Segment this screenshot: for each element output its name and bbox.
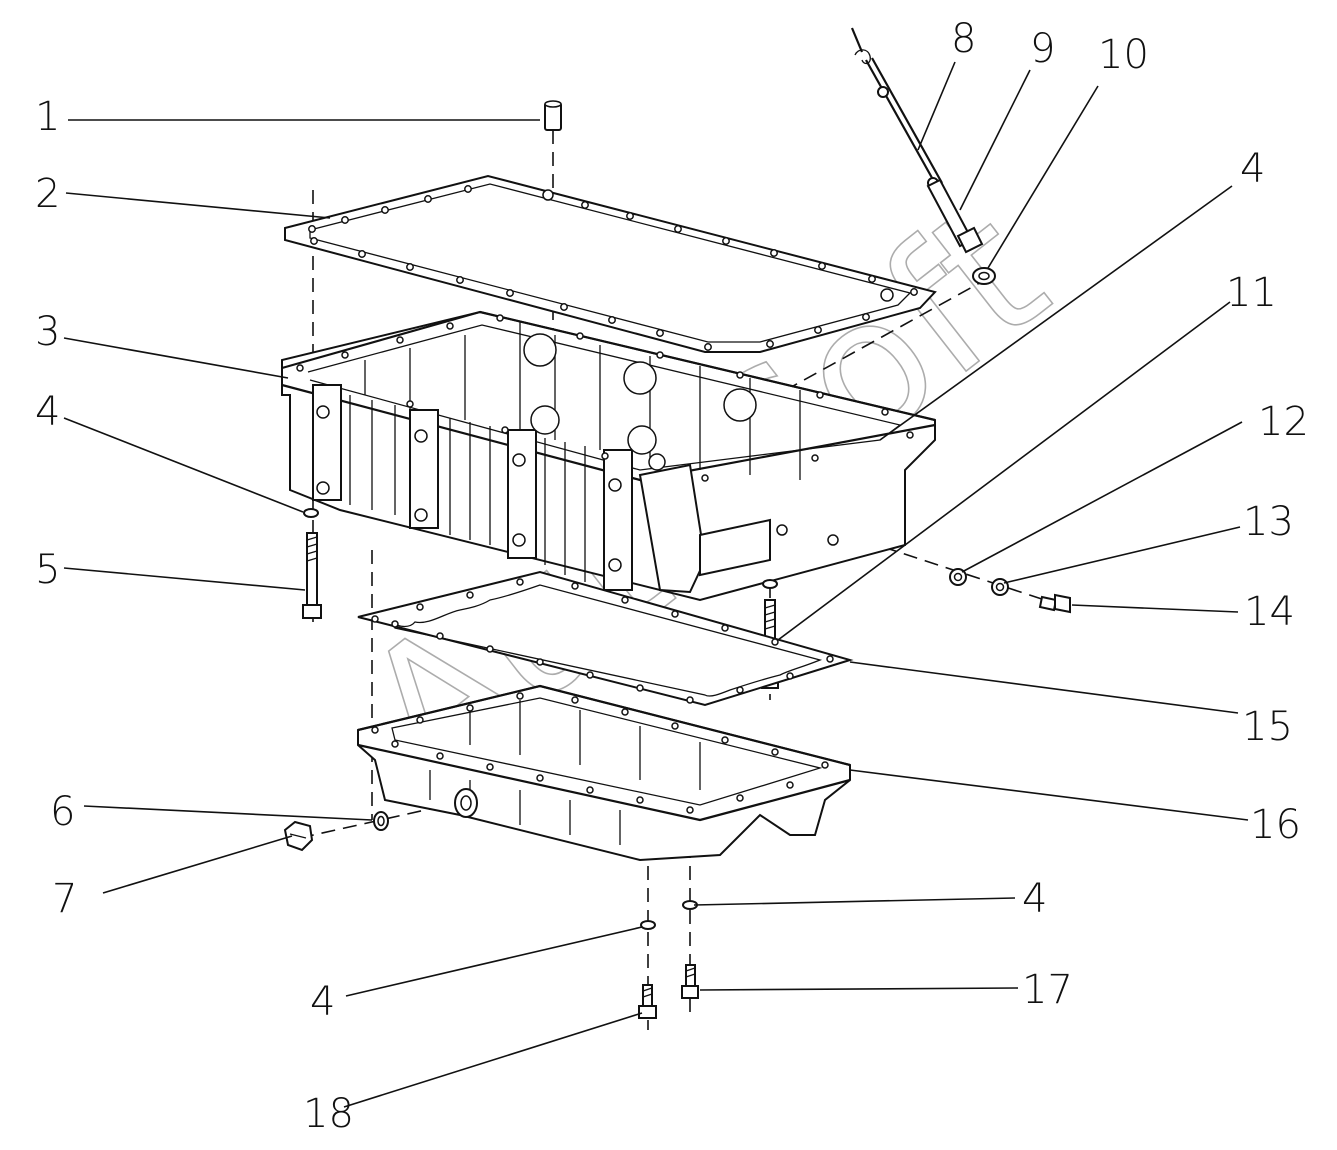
- upper-oil-pan-part: [281, 310, 936, 602]
- dipstick-seal-ring-part: [972, 267, 996, 285]
- callout-10: 10: [1098, 32, 1149, 78]
- callout-4: 4: [35, 389, 60, 435]
- lower-pan-flange-holes: [371, 692, 829, 814]
- leader-lines: [63, 61, 1249, 1108]
- lower-washer-left-part: [640, 920, 656, 930]
- lower-oil-pan-part: [357, 684, 851, 862]
- callout-8: 8: [951, 16, 976, 62]
- dipstick-tube-part: [926, 178, 984, 254]
- callout-15: 15: [1242, 704, 1293, 750]
- short-bolt-right-part: [681, 964, 699, 999]
- seal-washer-part: [949, 568, 967, 586]
- callout-11: 11: [1226, 270, 1277, 316]
- dipstick-part: [850, 27, 943, 189]
- callout-9: 9: [1030, 26, 1055, 72]
- callout-labels: 1 2 3 4 5 8 9 10 4 11 12 13 14 15 16 6 7…: [35, 16, 1309, 1137]
- callout-18: 18: [303, 1091, 354, 1137]
- callout-2: 2: [35, 171, 60, 217]
- callout-12: 12: [1258, 399, 1309, 445]
- drain-seal-ring-part: [373, 811, 389, 831]
- drain-plug-part: [283, 820, 314, 852]
- dowel-sleeve-part: [544, 100, 562, 131]
- lower-gasket-bolt-holes: [371, 578, 834, 704]
- lower-gasket-part: [357, 570, 854, 707]
- upper-gasket-part: [284, 174, 937, 353]
- upper-gasket-bolt-holes: [308, 185, 918, 351]
- callout-13: 13: [1243, 499, 1294, 545]
- upper-pan-interior-bays: [364, 322, 801, 480]
- callout-16: 16: [1250, 802, 1301, 848]
- callout-4: 4: [310, 979, 335, 1025]
- callout-4: 4: [1240, 146, 1265, 192]
- callout-6: 6: [50, 789, 75, 835]
- long-bolt-part: [302, 532, 322, 619]
- callout-7: 7: [52, 876, 77, 922]
- callout-1: 1: [35, 94, 60, 140]
- copper-washer-part: [991, 578, 1009, 596]
- washer-part: [303, 508, 319, 518]
- callout-4: 4: [1022, 876, 1047, 922]
- callout-3: 3: [35, 309, 60, 355]
- plug-bolt-part: [1038, 593, 1071, 614]
- callout-14: 14: [1244, 589, 1295, 635]
- callout-17: 17: [1022, 967, 1073, 1013]
- callout-5: 5: [35, 547, 60, 593]
- upper-pan-flange-holes: [296, 314, 914, 482]
